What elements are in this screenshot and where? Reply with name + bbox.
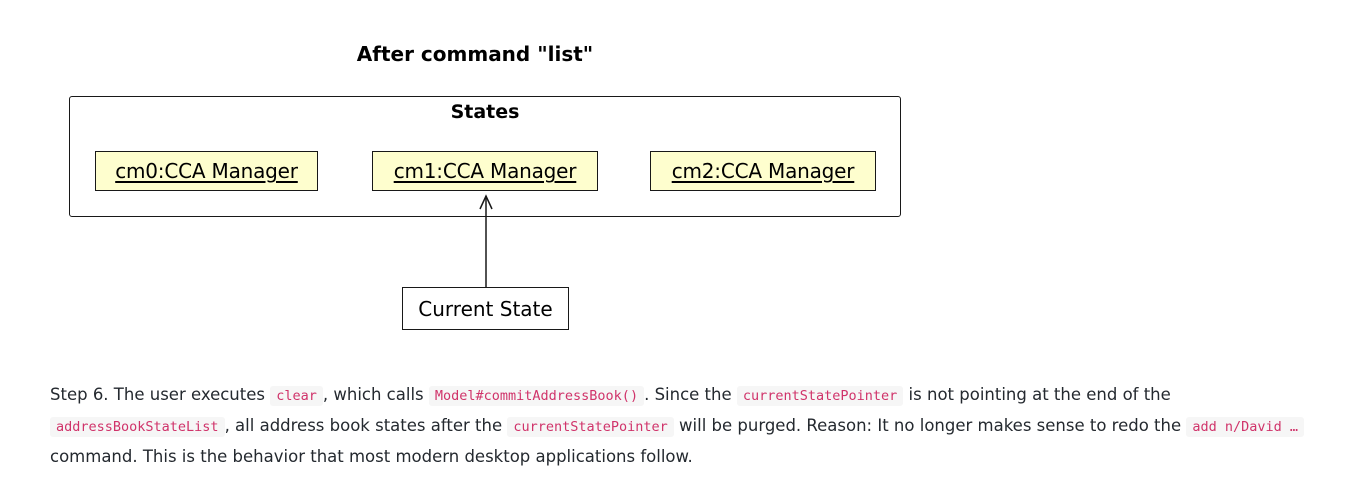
text-segment: , which calls [322,385,429,404]
text-segment: will be purged. Reason: It no longer mak… [673,416,1187,435]
text-segment: is not pointing at the end of the [903,385,1171,404]
inline-code-address-book-state-list: addressBookStateList [50,417,225,437]
states-frame-title: States [450,101,520,123]
text-segment: command. This is the behavior that most … [50,447,693,466]
state-box-cm0: cm0:CCA Manager [95,151,318,191]
text-segment: , all address book states after the [224,416,508,435]
text-segment: Step 6. The user executes [50,385,271,404]
text-segment: . Since the [644,385,737,404]
current-state-box: Current State [402,287,569,330]
inline-code-current-state-pointer: currentStatePointer [736,386,904,406]
inline-code-add-command: add n/David … [1186,417,1305,437]
step-6-paragraph: Step 6. The user executes clear, which c… [50,380,1350,471]
state-box-cm2: cm2:CCA Manager [650,151,876,191]
inline-code-commit: Model#commitAddressBook() [428,386,645,406]
diagram-title: After command "list" [356,42,594,66]
state-box-cm1: cm1:CCA Manager [372,151,598,191]
state-diagram: After command "list" States cm0:CCA Mana… [69,42,901,330]
inline-code-clear: clear [270,386,323,406]
inline-code-current-state-pointer: currentStatePointer [507,417,674,437]
states-frame: States cm0:CCA Manager cm1:CCA Manager c… [69,96,901,217]
